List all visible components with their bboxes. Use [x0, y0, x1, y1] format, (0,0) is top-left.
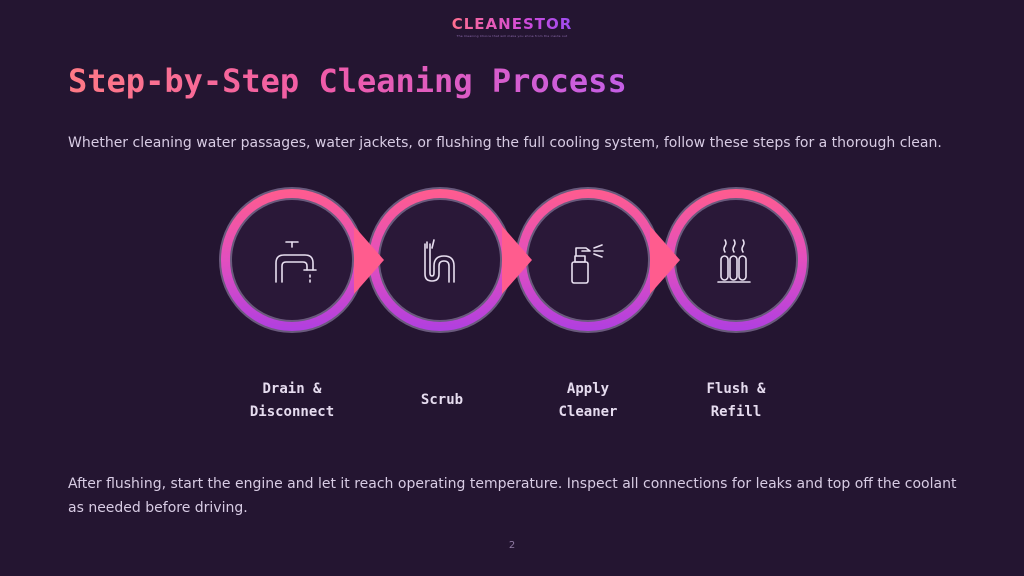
step-label-3: Apply Cleaner [558, 381, 618, 420]
steps-graphic [219, 187, 809, 333]
radiator-icon [717, 239, 751, 283]
step-label-2: Scrub [420, 392, 464, 408]
intro-text: Whether cleaning water passages, water j… [68, 135, 942, 151]
logo-tagline: The Cleaning Choice that will make you s… [456, 34, 568, 38]
step-label-4: Flush & Refill [706, 381, 766, 420]
step-label-1: Drain & Disconnect [249, 381, 335, 420]
faucet-icon [275, 241, 317, 283]
step-arrow-2 [502, 226, 532, 294]
step-ring-4 [663, 187, 809, 333]
page-number: 2 [508, 540, 516, 551]
step-arrow-1 [354, 226, 384, 294]
step-arrow-3 [650, 226, 680, 294]
logo-wordmark: CLEANESTOR [451, 15, 573, 33]
brush-icon [424, 239, 455, 283]
step-ring-1 [219, 187, 365, 333]
spray-bottle-icon [571, 244, 604, 284]
step-ring-3 [515, 187, 661, 333]
step-ring-2 [367, 187, 513, 333]
brand-logo: CLEANESTOR The Cleaning Choice that will… [0, 14, 1024, 38]
process-steps [0, 178, 1024, 348]
outro-text: After flushing, start the engine and let… [68, 476, 957, 516]
page-title: Step-by-Step Cleaning Process [68, 62, 627, 100]
